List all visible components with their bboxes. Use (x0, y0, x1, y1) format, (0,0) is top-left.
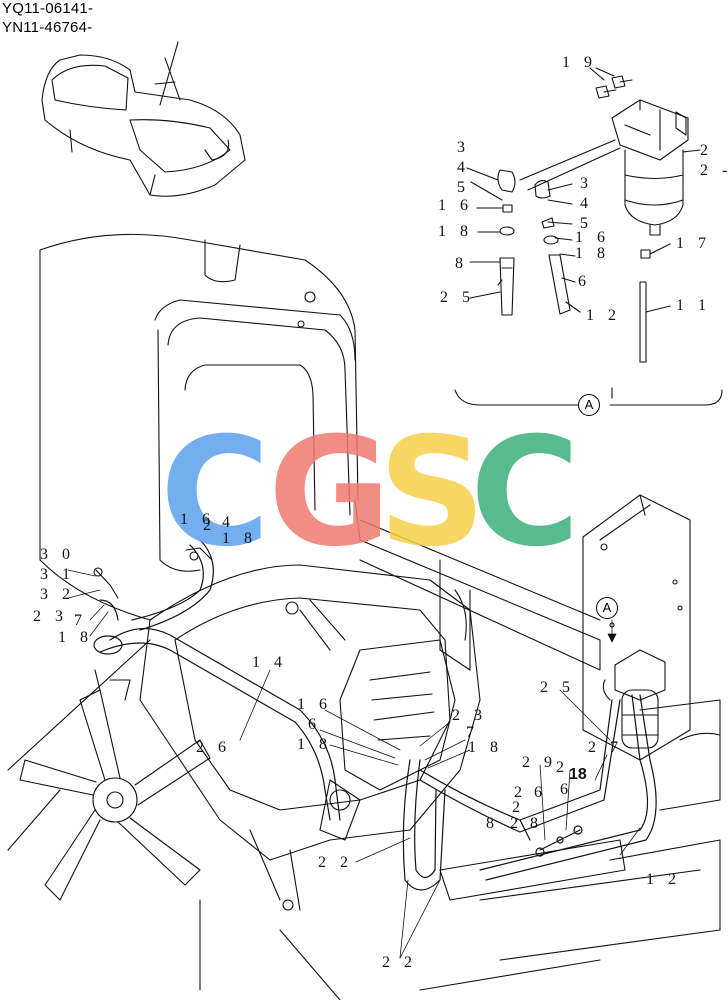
callout-2-top: 2 (203, 517, 216, 534)
callout-25-detail: 2 5 (440, 289, 475, 306)
callout-6-right-1: 6 (534, 784, 547, 801)
callout-2-center: 2 (452, 707, 465, 724)
detail-marker-a-location: A (596, 597, 618, 619)
watermark-letter-4: C (470, 406, 581, 580)
callout-3-left: 3 (457, 139, 470, 156)
watermark-letter-1: C (160, 406, 271, 580)
callout-18-left-main: 1 8 (58, 629, 93, 646)
callout-19: 1 9 (562, 54, 597, 71)
cooling-fan (19, 669, 211, 901)
watermark-letter-2: G (268, 406, 392, 580)
callout-18-center-right: 1 8 (468, 739, 503, 756)
callout-29: 2 9 (522, 754, 557, 771)
callout-25-main: 2 5 (540, 679, 575, 696)
callout-2-right-3: 2 (512, 799, 525, 816)
callout-2-right-2: 2 (514, 784, 527, 801)
callout-23-left: 2 3 (33, 608, 68, 625)
callout-2-right-4: 2 (510, 815, 523, 832)
callout-6-center: 6 (308, 716, 321, 733)
hose-clips (93, 547, 213, 599)
callout-17: 1 7 (676, 235, 711, 252)
callout-2-right-1: 2 (556, 759, 569, 776)
callout-16-right: 1 6 (575, 229, 610, 246)
callout-12-detail: 1 2 (586, 307, 621, 324)
callout-11: 1 1 (676, 297, 711, 314)
callout-2a: 2 (700, 142, 713, 159)
callout-5-left: 5 (457, 179, 470, 196)
callout-18-center: 1 8 (297, 736, 332, 753)
callout-7-center: 7 (466, 724, 479, 741)
serial-range-1: YQ11-06141- (2, 0, 94, 17)
callout-26: 2 6 (196, 739, 231, 756)
callout-30: 3 0 (40, 546, 75, 563)
callout-18-right: 1 8 (575, 245, 610, 262)
callout-32: 3 2 (40, 586, 75, 603)
callout-5-right: 5 (580, 215, 593, 232)
callout-22-upper: 2 2 (318, 854, 353, 871)
callout-31: 3 1 (40, 566, 75, 583)
return-hoses (402, 694, 657, 891)
callout-27: 2 7 (588, 739, 623, 756)
callout-3-right: 3 (580, 175, 593, 192)
detail-marker-a-view: A (578, 394, 600, 416)
callout-22-lower: 2 2 (382, 954, 417, 971)
callout-16-center: 1 6 (297, 696, 332, 713)
main-leaders (67, 569, 641, 959)
cab-outline (7, 233, 359, 851)
callout-16-left: 1 6 (438, 197, 473, 214)
callout-18-top: 1 8 (222, 530, 257, 547)
callout-4-left: 4 (457, 159, 470, 176)
filter-bracket (582, 494, 691, 761)
callout-18-left: 1 8 (438, 223, 473, 240)
serial-range-2: YN11-46764- (2, 19, 93, 36)
callout-4-right: 4 (580, 195, 593, 212)
callout-7-left: 7 (74, 612, 87, 629)
detail-a-view (454, 67, 723, 406)
callout-8-right-2: 8 (530, 815, 543, 832)
callout-8-right-1: 8 (486, 815, 499, 832)
callout-16-top: 1 6 (180, 511, 215, 528)
callout-6-right-2: 6 (560, 781, 573, 798)
callout-12-main: 1 2 (646, 871, 681, 888)
fuel-hose-14-26 (93, 539, 341, 821)
callout-4-top: 4 (222, 514, 235, 531)
callout-2b: 2 - (700, 162, 727, 179)
callout-6-detail: 6 (578, 273, 591, 290)
callout-14: 1 4 (252, 654, 287, 671)
engine-block (139, 564, 481, 911)
callout-3-center: 3 (474, 707, 487, 724)
callout-8: 8 (455, 255, 468, 272)
seat-thumbnail (41, 41, 246, 197)
watermark-letter-3: S (378, 406, 487, 580)
machine-frame (199, 499, 721, 1000)
fuel-filter-installed (602, 649, 666, 749)
callout-18-bold: 18 (569, 766, 587, 783)
